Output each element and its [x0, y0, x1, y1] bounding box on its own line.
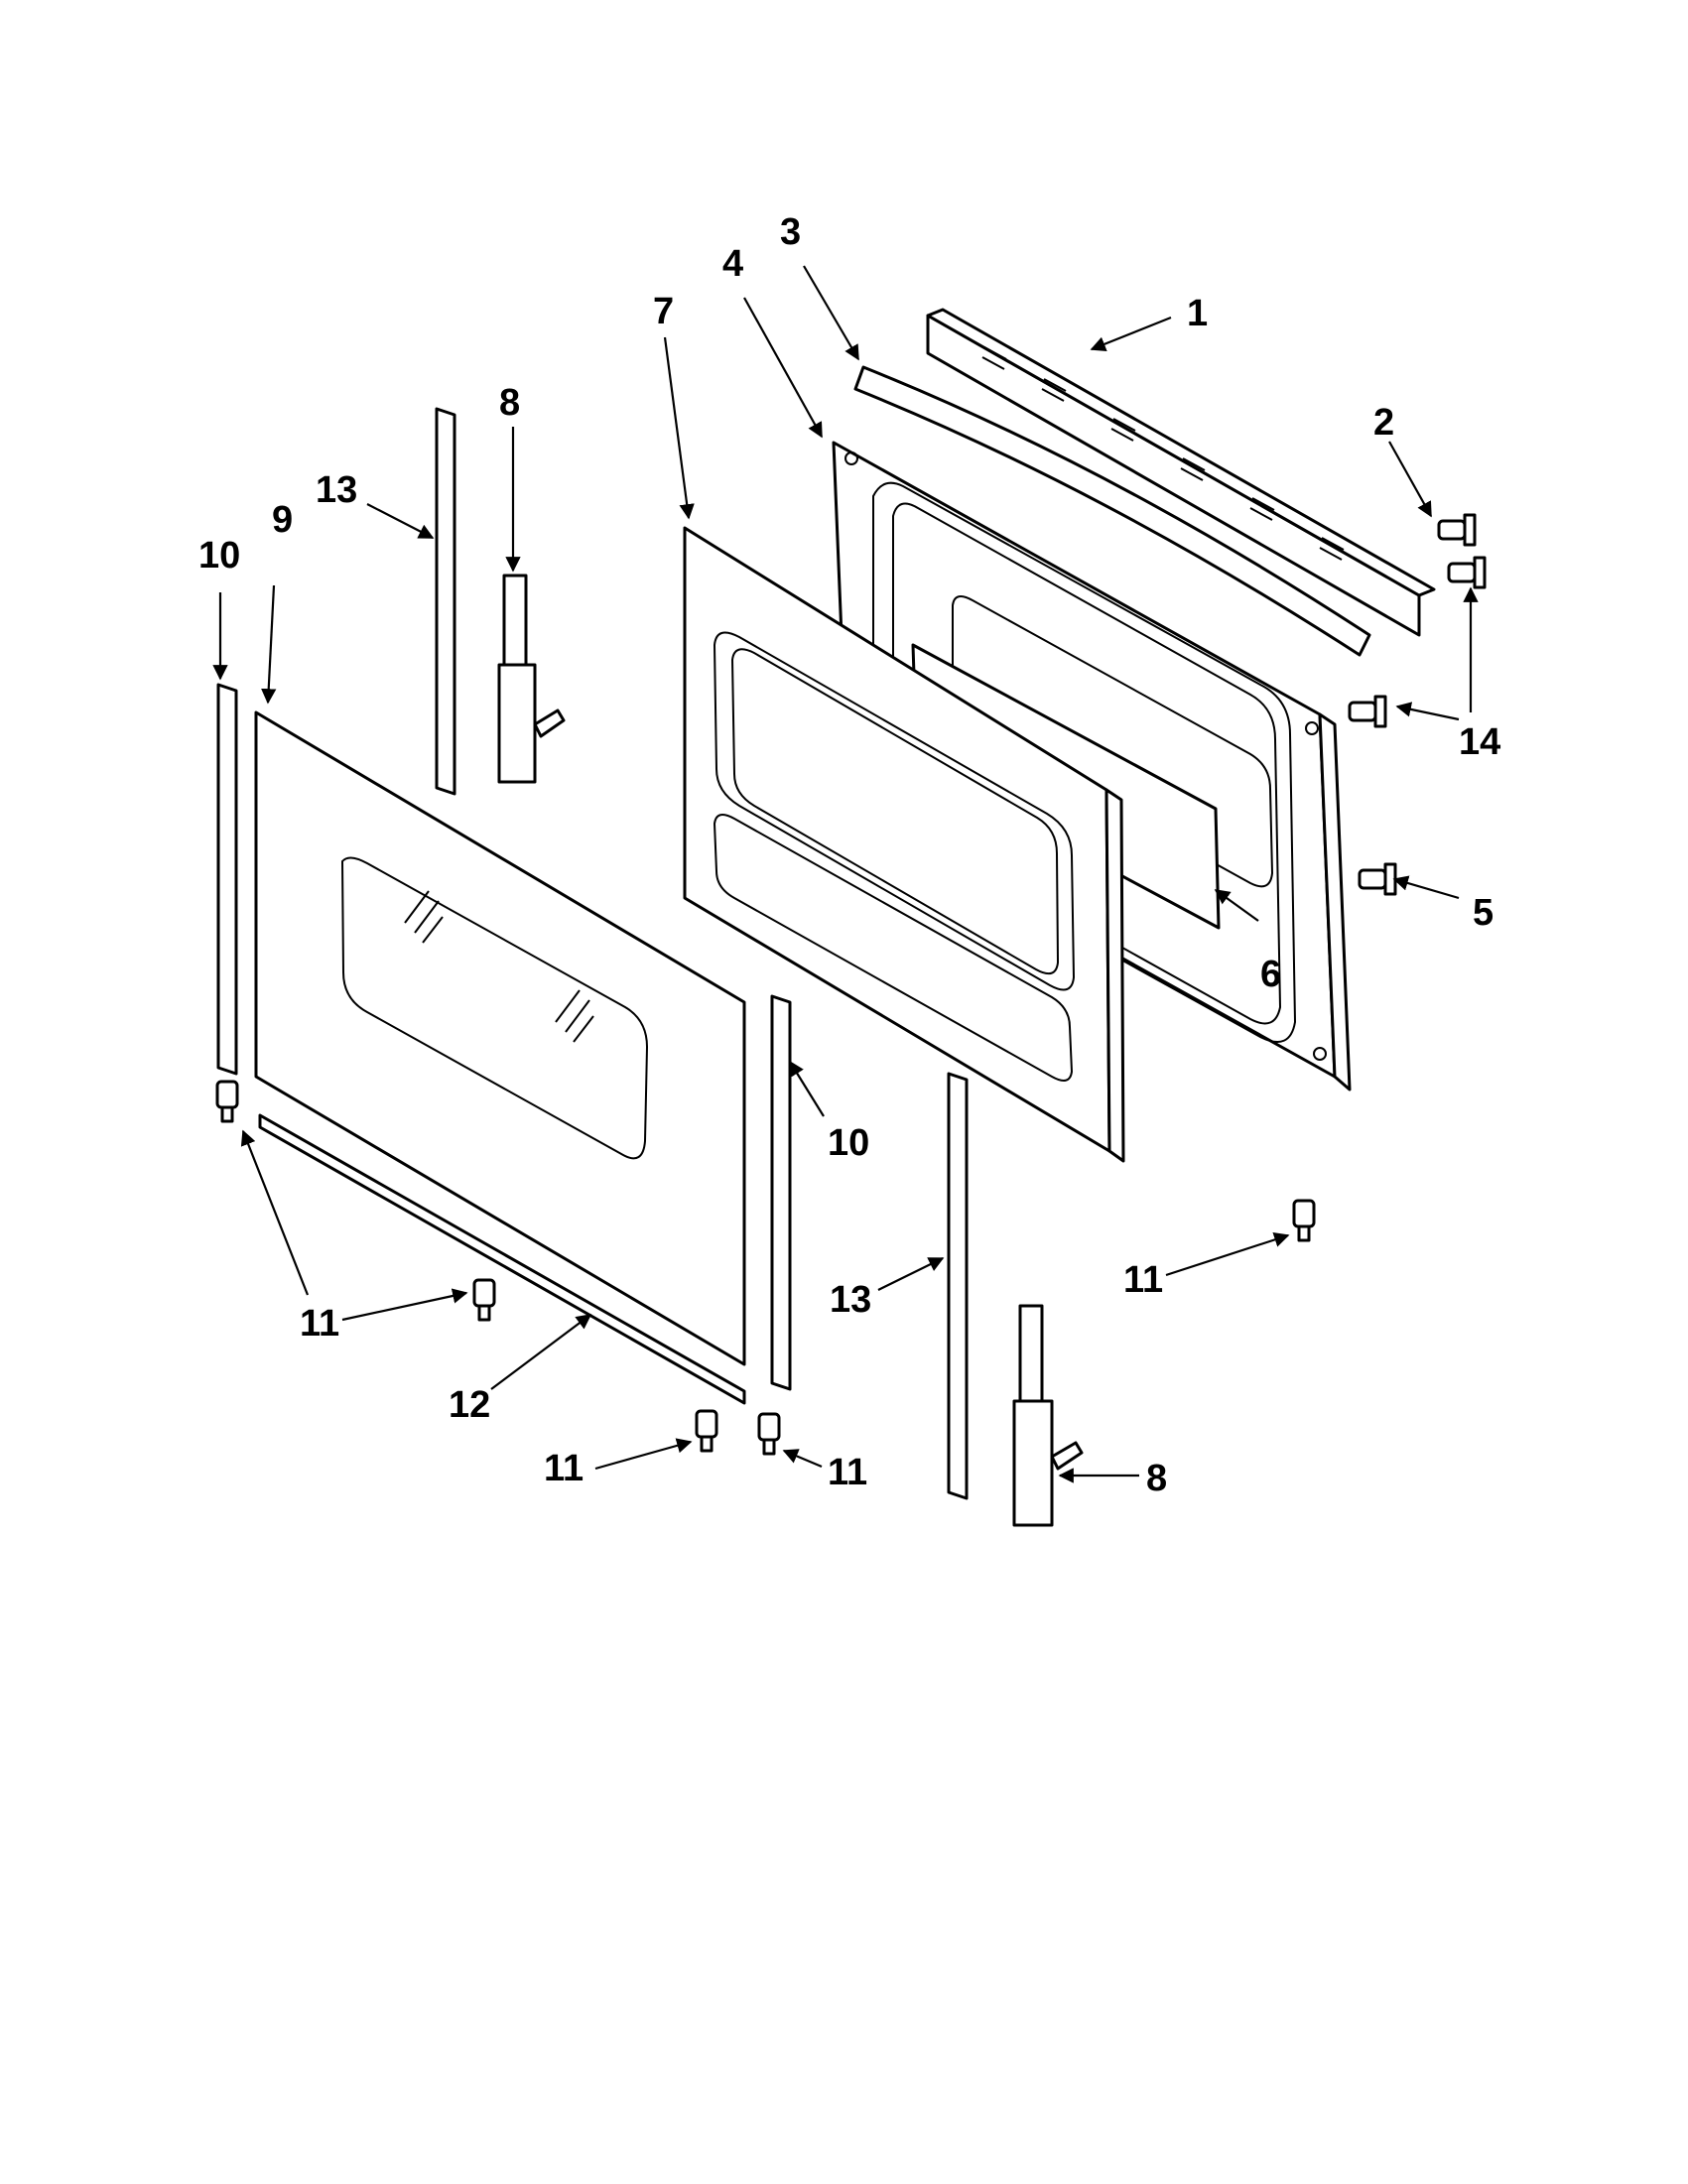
callout-8-top: 8	[499, 382, 520, 424]
callout-11-right: 11	[1123, 1259, 1163, 1301]
callout-7: 7	[653, 291, 674, 332]
part-vent-trim	[926, 308, 1436, 637]
part-side-trim	[216, 683, 792, 1391]
callout-3: 3	[780, 211, 801, 253]
callout-labels: 1 2 3 4 5 6 7 8 8 9 10 10 11 11 11 11 11…	[198, 211, 1500, 1499]
part-hinge-receiver	[435, 407, 969, 1500]
screw-icon	[1348, 513, 1487, 896]
callout-5: 5	[1473, 892, 1493, 934]
part-door-handle	[853, 365, 1371, 657]
callout-2: 2	[1373, 402, 1394, 444]
callout-11-bottom-right: 11	[828, 1452, 867, 1493]
screw-icon	[215, 1080, 1316, 1456]
callout-6: 6	[1260, 954, 1281, 995]
callout-1: 1	[1187, 293, 1208, 334]
callout-13-bottom: 13	[830, 1279, 871, 1321]
part-outer-door-glass	[254, 710, 746, 1366]
callout-10-right: 10	[828, 1122, 869, 1164]
part-door-hinge	[497, 574, 1084, 1527]
callout-8-bottom: 8	[1146, 1458, 1167, 1499]
callout-14-right: 14	[1459, 721, 1500, 763]
part-bottom-trim	[258, 1113, 746, 1405]
callout-11-bottom-left: 11	[544, 1448, 584, 1489]
callout-9: 9	[272, 499, 293, 541]
callout-13-top: 13	[316, 469, 357, 511]
part-door-liner	[683, 526, 1125, 1163]
callout-12: 12	[449, 1384, 490, 1426]
callout-10-left: 10	[198, 535, 240, 577]
leader-lines	[212, 265, 1479, 1483]
callout-4: 4	[722, 243, 743, 285]
callout-11-left: 11	[300, 1303, 339, 1345]
